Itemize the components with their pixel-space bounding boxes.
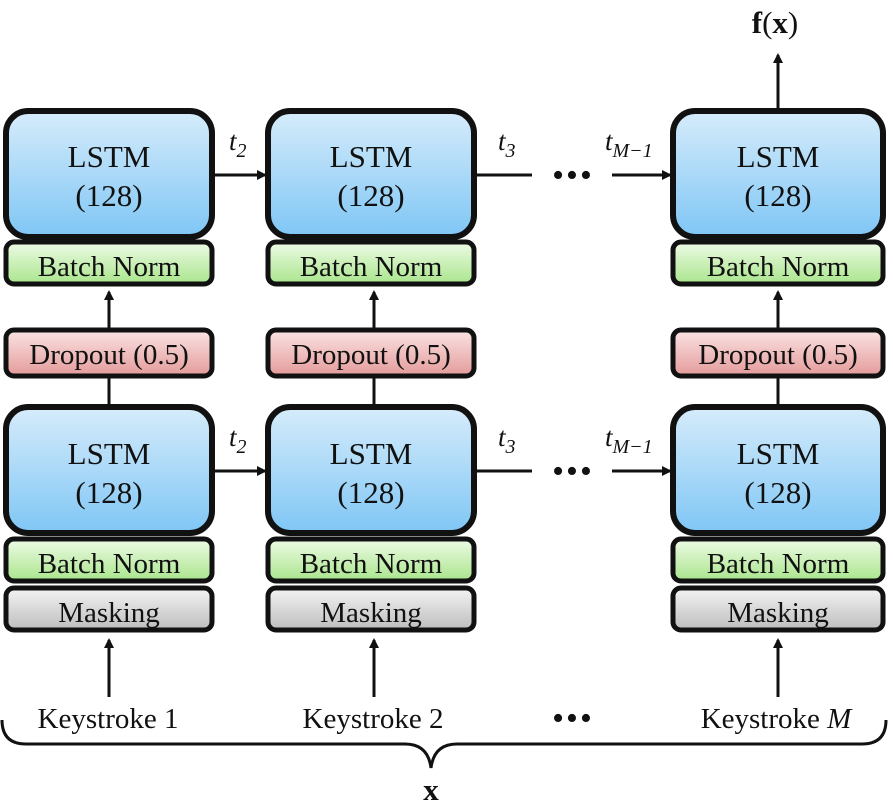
bottom-label-t2: t2 bbox=[229, 422, 247, 458]
bottom-lstm-name: LSTM bbox=[68, 436, 151, 471]
top-batchnorm-label: Batch Norm bbox=[707, 251, 850, 283]
masking-box bbox=[670, 585, 886, 633]
bottom-batchnorm-label: Batch Norm bbox=[300, 548, 443, 580]
output-func: f bbox=[752, 5, 763, 40]
bottom-batchnorm-label: Batch Norm bbox=[707, 548, 850, 580]
bottom-lstm-units: (128) bbox=[337, 475, 404, 510]
bottom-lstm-units: (128) bbox=[744, 475, 811, 510]
bottom-label-tm1: tM−1 bbox=[605, 422, 653, 458]
input-label: Keystroke 1 bbox=[38, 703, 179, 735]
top-label-t3: t3 bbox=[498, 126, 516, 162]
bottom-batchnorm-label: Batch Norm bbox=[38, 548, 181, 580]
bottom-batchnorm-box bbox=[670, 536, 886, 584]
bottom-lstm-name: LSTM bbox=[737, 436, 820, 471]
dropout-label: Dropout (0.5) bbox=[698, 339, 857, 371]
column-1: LSTM (128) Batch Norm Dropout (0.5) LSTM… bbox=[3, 108, 215, 735]
top-lstm-box bbox=[670, 108, 886, 240]
bottom-lstm-units: (128) bbox=[75, 475, 142, 510]
bottom-ellipsis: ••• bbox=[552, 453, 594, 490]
top-lstm-units: (128) bbox=[744, 178, 811, 213]
top-lstm-name: LSTM bbox=[330, 139, 413, 174]
top-lstm-box bbox=[265, 108, 477, 240]
top-label-tm1: tM−1 bbox=[605, 126, 653, 162]
bottom-batchnorm-box bbox=[265, 536, 477, 584]
masking-box bbox=[3, 585, 215, 633]
bottom-lstm-box bbox=[265, 404, 477, 536]
masking-label: Masking bbox=[320, 597, 422, 629]
top-lstm-box bbox=[3, 108, 215, 240]
top-lstm-units: (128) bbox=[337, 178, 404, 213]
bottom-lstm-name: LSTM bbox=[330, 436, 413, 471]
top-batchnorm-box bbox=[670, 239, 886, 287]
bottom-lstm-box bbox=[3, 404, 215, 536]
column-2: LSTM (128) Batch Norm Dropout (0.5) LSTM… bbox=[265, 108, 477, 735]
top-lstm-units: (128) bbox=[75, 178, 142, 213]
top-batchnorm-box bbox=[3, 239, 215, 287]
dropout-box bbox=[265, 327, 477, 379]
input-brace bbox=[0, 719, 888, 769]
input-vector-label: x bbox=[423, 772, 439, 805]
top-lstm-name: LSTM bbox=[68, 139, 151, 174]
output-label: f(x) bbox=[752, 5, 798, 40]
dropout-box bbox=[3, 327, 215, 379]
input-label: Keystroke M bbox=[701, 703, 853, 735]
dropout-box bbox=[670, 327, 886, 379]
masking-label: Masking bbox=[727, 597, 829, 629]
top-ellipsis: ••• bbox=[552, 157, 594, 194]
dropout-label: Dropout (0.5) bbox=[29, 339, 188, 371]
top-batchnorm-label: Batch Norm bbox=[38, 251, 181, 283]
top-label-t2: t2 bbox=[229, 126, 247, 162]
top-lstm-name: LSTM bbox=[737, 139, 820, 174]
masking-box bbox=[265, 585, 477, 633]
masking-label: Masking bbox=[58, 597, 160, 629]
output-close-paren: ) bbox=[788, 5, 798, 40]
output-open-paren: ( bbox=[762, 5, 772, 40]
dropout-label: Dropout (0.5) bbox=[291, 339, 450, 371]
svg-text:f(x): f(x) bbox=[752, 5, 798, 40]
output-var: x bbox=[772, 5, 788, 40]
bottom-label-t3: t3 bbox=[498, 422, 516, 458]
input-label: Keystroke 2 bbox=[303, 703, 444, 735]
top-batchnorm-label: Batch Norm bbox=[300, 251, 443, 283]
column-3: LSTM (128) Batch Norm Dropout (0.5) LSTM… bbox=[670, 108, 886, 735]
bottom-lstm-box bbox=[670, 404, 886, 536]
bottom-batchnorm-box bbox=[3, 536, 215, 584]
input-ellipsis: ••• bbox=[552, 700, 594, 737]
top-batchnorm-box bbox=[265, 239, 477, 287]
